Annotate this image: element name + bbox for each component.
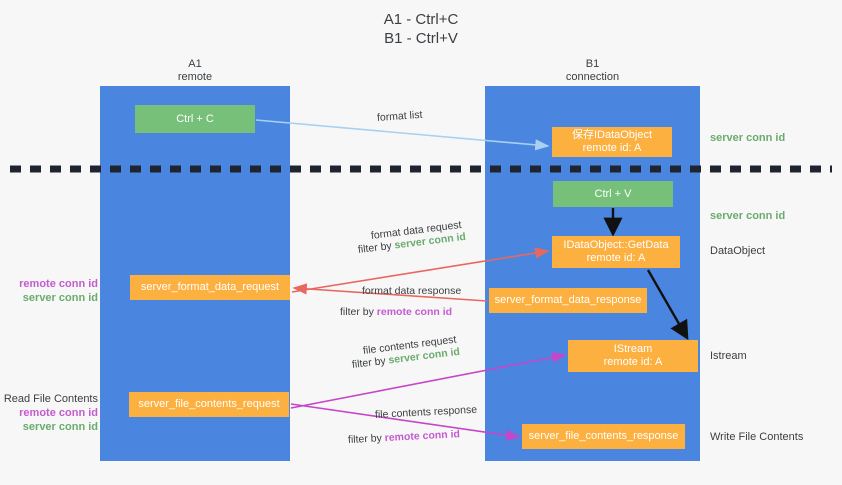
label-format-data-response: format data response [362,285,462,297]
label-group-read-file-contents: Read File Contents remote conn id server… [2,392,98,434]
filter-prefix: filter by [340,306,377,318]
filter-prefix: filter by [351,354,390,371]
filter-prefix: filter by [357,239,396,256]
label-file-contents-response: file contents response [374,403,478,421]
box-ctrl-v[interactable]: Ctrl + V [553,181,673,207]
page-title: A1 - Ctrl+C B1 - Ctrl+V [383,11,459,47]
box-server-file-contents-response[interactable]: server_file_contents_response [522,424,685,449]
box-server-format-data-response[interactable]: server_format_data_response [489,288,647,313]
phase-divider [10,165,832,173]
label-server-conn-id: server conn id [22,292,98,304]
label-write-file-contents: Write File Contents [710,431,804,443]
label-file-contents-response-filter: filter by remote conn id [348,427,461,447]
box-server-format-data-request[interactable]: server_format_data_request [130,275,290,300]
label-format-list: format list [376,108,423,124]
label-read-file-contents: Read File Contents [3,393,98,405]
label-dataobject: DataObject [710,245,766,257]
box-ctrl-c[interactable]: Ctrl + C [135,105,255,133]
box-idataobject-getdata[interactable]: IDataObject::GetData remote id: A [552,236,680,268]
box-save-idataobject[interactable]: 保存IDataObject remote id: A [552,127,672,157]
label-istream: Istream [710,350,747,362]
label-server-conn-id: server conn id [22,421,98,433]
column-header-b1: B1 connection [565,58,620,83]
label-remote-conn-id: remote conn id [19,407,98,419]
column-header-a1: A1 remote [177,58,213,83]
box-server-file-contents-request[interactable]: server_file_contents_request [129,392,289,417]
box-istream[interactable]: IStream remote id: A [568,340,698,372]
filter-prefix: filter by [347,432,386,446]
filter-key-remote-conn-id: remote conn id [384,428,461,445]
filter-key-remote-conn-id: remote conn id [376,306,453,318]
label-format-data-response-filter: filter by remote conn id [340,305,452,319]
label-remote-conn-id: remote conn id [19,278,98,290]
label-group-conn-ids-upper: remote conn id server conn id [8,277,98,305]
label-server-conn-id-top: server conn id [710,132,786,144]
label-server-conn-id-mid: server conn id [710,210,786,222]
